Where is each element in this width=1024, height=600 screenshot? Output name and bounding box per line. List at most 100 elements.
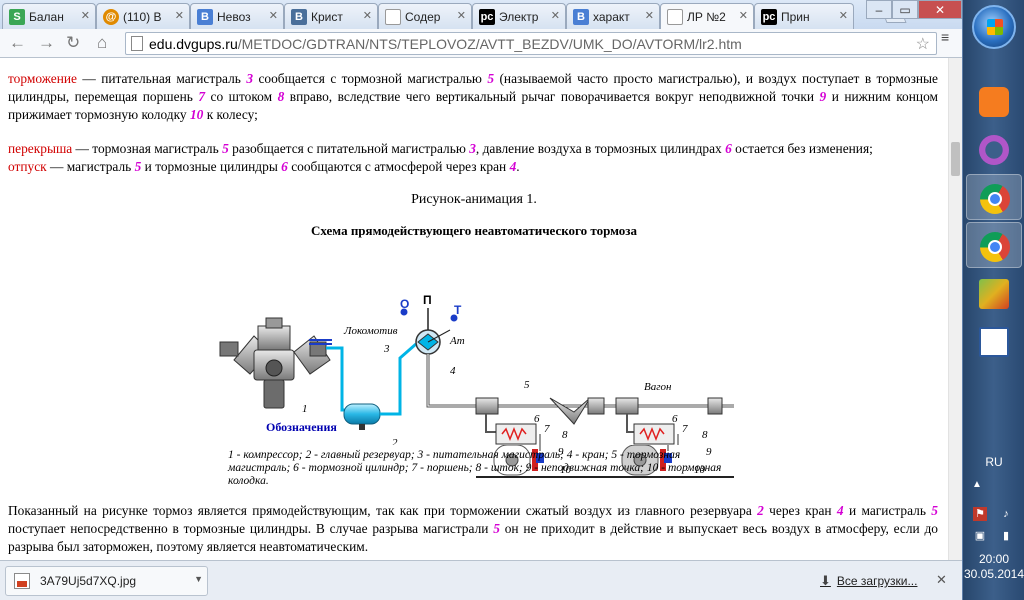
label-o: О xyxy=(400,297,409,311)
image-file-icon xyxy=(14,573,30,589)
tab-title: ЛР №2 xyxy=(687,10,726,24)
speaker-icon[interactable]: ♪ xyxy=(1003,508,1009,520)
tab-favicon-icon: В xyxy=(291,9,307,25)
brake-scheme-diagram: Локомотив Вагон О П Т Ат 1 2 3 4 5 6 7 8… xyxy=(219,293,734,445)
tab-title: Балан xyxy=(29,10,64,24)
tray-expand-icon[interactable]: ▲ xyxy=(972,479,982,490)
all-downloads-link[interactable]: ⬇Все загрузки... xyxy=(820,573,918,588)
vertical-scrollbar[interactable] xyxy=(948,58,962,560)
forward-arrow-icon[interactable]: → xyxy=(38,33,55,52)
taskbar-word[interactable] xyxy=(966,318,1022,364)
download-arrow-icon: ⬇ xyxy=(820,573,831,588)
label-6b: 6 xyxy=(672,413,678,425)
tab-1[interactable]: S Балан ✕ xyxy=(2,3,96,29)
brake-cylinder-2 xyxy=(626,414,675,445)
tab-2[interactable]: @(110) В✕ xyxy=(96,3,190,29)
tab-title: характ xyxy=(593,10,630,24)
tab-title: Содер xyxy=(405,10,441,24)
download-item[interactable]: 3A79Uj5d7XQ.jpg ▼ xyxy=(5,566,208,596)
label-at: Ат xyxy=(449,335,465,347)
label-8b: 8 xyxy=(702,429,708,441)
paragraph-conclusion: Показанный на рисунке тормоз является пр… xyxy=(8,503,938,554)
browser-toolbar: ← → ↻ ⌂ edu.dvgups.ru/METDOC/GDTRAN/NTS/… xyxy=(0,29,962,58)
address-bar[interactable]: edu.dvgups.ru/METDOC/GDTRAN/NTS/TEPLOVOZ… xyxy=(125,32,937,55)
legend-heading: Обозначения xyxy=(266,420,337,434)
taskbar-chrome-1[interactable] xyxy=(966,174,1022,220)
tab-title: Невоз xyxy=(217,10,251,24)
paragraph-lap: перекрыша — тормозная магистраль 5 разоб… xyxy=(8,141,873,156)
paragraph-braking: торможение — питательная магистраль 3 со… xyxy=(8,71,938,122)
home-icon[interactable]: ⌂ xyxy=(97,33,108,52)
taskbar-chrome-2[interactable] xyxy=(966,222,1022,268)
label-5: 5 xyxy=(524,379,530,391)
figure-title: Схема прямодействующего неавтоматическог… xyxy=(310,223,638,238)
window-controls: –▭✕ xyxy=(866,0,962,20)
label-3: 3 xyxy=(383,343,390,355)
main-reservoir xyxy=(343,403,381,430)
label-7b: 7 xyxy=(682,423,688,435)
tab-6[interactable]: pc Электр ✕ xyxy=(472,3,566,29)
picture-viewer-icon xyxy=(979,279,1009,309)
scrollbar-thumb[interactable] xyxy=(951,142,960,176)
power-icon[interactable]: ▮ xyxy=(1002,530,1010,542)
close-tab-icon[interactable]: ✕ xyxy=(268,10,278,22)
label-1: 1 xyxy=(302,403,308,415)
tab-3[interactable]: В Невоз ✕ xyxy=(190,3,284,29)
close-tab-icon[interactable]: ✕ xyxy=(80,10,90,22)
label-9b: 9 xyxy=(706,446,712,458)
tab-title: Крист xyxy=(311,10,343,24)
start-button[interactable] xyxy=(972,5,1016,49)
language-indicator[interactable]: RU xyxy=(985,455,1003,469)
tab-favicon-icon: S xyxy=(9,9,25,25)
menu-icon[interactable]: ≡ xyxy=(941,29,950,45)
minimize-icon[interactable]: – xyxy=(866,0,892,19)
action-center-icon[interactable]: ⚑ xyxy=(973,507,987,521)
tab-title: Прин xyxy=(781,10,810,24)
bookmark-star-icon[interactable]: ☆ xyxy=(915,36,930,53)
close-tab-icon[interactable]: ✕ xyxy=(738,10,748,22)
close-tab-icon[interactable]: ✕ xyxy=(456,10,466,22)
taskbar-app-circles[interactable] xyxy=(966,126,1022,172)
taskbar-picture-viewer[interactable] xyxy=(966,270,1022,316)
chrome-icon xyxy=(980,184,1010,214)
media-player-icon xyxy=(979,87,1009,117)
label-locomotive: Локомотив xyxy=(343,325,398,337)
close-downloads-icon[interactable]: ✕ xyxy=(936,572,947,587)
document-icon xyxy=(385,9,401,25)
chevron-down-icon[interactable]: ▼ xyxy=(194,574,203,584)
maximize-icon[interactable]: ▭ xyxy=(892,0,918,19)
tab-favicon-icon: @ xyxy=(103,9,119,25)
circle-app-icon xyxy=(979,135,1009,165)
tab-4[interactable]: В Крист ✕ xyxy=(284,3,378,29)
close-tab-icon[interactable]: ✕ xyxy=(644,10,654,22)
close-tab-icon[interactable]: ✕ xyxy=(362,10,372,22)
tab-favicon-icon: pc xyxy=(479,9,495,25)
page-icon xyxy=(131,36,143,51)
label-8: 8 xyxy=(562,429,568,441)
close-window-icon[interactable]: ✕ xyxy=(918,0,962,19)
word-icon xyxy=(979,327,1009,357)
drivers-brake-valve xyxy=(415,308,451,355)
tab-favicon-icon: В xyxy=(197,9,213,25)
reload-icon[interactable]: ↻ xyxy=(66,33,81,52)
label-2: 2 xyxy=(392,437,398,445)
close-tab-icon[interactable]: ✕ xyxy=(174,10,184,22)
tab-5[interactable]: Содер ✕ xyxy=(378,3,472,29)
compressor xyxy=(219,317,331,409)
label-10b: 10 xyxy=(694,464,706,476)
tab-title: Электр xyxy=(499,10,539,24)
back-arrow-icon[interactable]: ← xyxy=(9,33,26,52)
close-tab-icon[interactable]: ✕ xyxy=(838,10,848,22)
wagon-brake-pipe-fittings xyxy=(475,397,723,425)
document-icon xyxy=(667,9,683,25)
tab-8-active[interactable]: ЛР №2 ✕ xyxy=(660,3,754,29)
paragraph-release: отпуск — магистраль 5 и тормозные цилинд… xyxy=(8,159,520,174)
close-tab-icon[interactable]: ✕ xyxy=(550,10,560,22)
label-6: 6 xyxy=(534,413,540,425)
network-icon[interactable]: ▣ xyxy=(974,530,986,542)
taskbar-media-player[interactable] xyxy=(966,78,1022,124)
